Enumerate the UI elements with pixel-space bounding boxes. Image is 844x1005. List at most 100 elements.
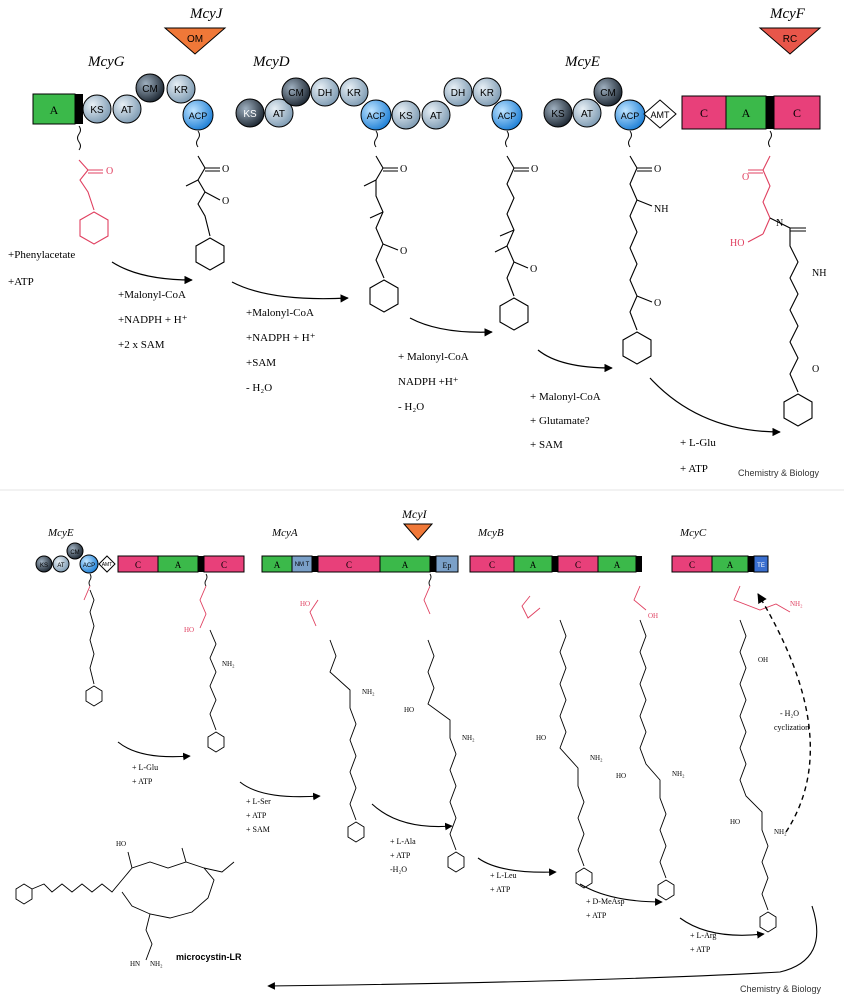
int5-amine: NH <box>654 204 668 215</box>
intermediate-1 <box>78 159 109 245</box>
mcyj-tailoring: McyJ OM <box>163 6 227 55</box>
prod-nh2: NH₂ <box>150 960 163 968</box>
b-nh2-2: NH₂ <box>362 688 375 696</box>
int6-amine: NH <box>812 268 826 279</box>
bottom-pink-residues <box>83 585 791 629</box>
top-arrows <box>111 261 781 437</box>
mcyc-c: C <box>689 560 695 570</box>
mcyc-a: A <box>727 560 734 570</box>
mcyi-tailoring: McyI <box>401 507 434 541</box>
microcystin-lr-structure <box>15 847 235 961</box>
bsub6-l2: + ATP <box>690 945 711 954</box>
sub3-l4: - H₂O <box>246 382 272 394</box>
mcyd-dh: DH <box>318 88 332 99</box>
mcye-a: A <box>742 106 751 120</box>
mcyc-name: McyC <box>679 527 707 539</box>
mcye-amt: AMT <box>651 110 671 120</box>
sub2-l3: +2 x SAM <box>118 339 165 351</box>
int4-methoxy-o: O <box>530 264 537 275</box>
mcya-name: McyA <box>271 527 298 539</box>
b-ho-6: HO <box>730 818 740 826</box>
sub6-l2: + ATP <box>680 463 708 475</box>
mcyg-ks: KS <box>90 105 104 116</box>
sub5-l2: + Glutamate? <box>530 415 590 427</box>
mcyf-tailoring: McyF RC <box>758 6 822 55</box>
mcyc-module: McyC C A TE <box>671 527 769 573</box>
int6-methoxy-o: O <box>812 364 819 375</box>
b-ho-1: HO <box>184 626 194 634</box>
mcyd-acp1: ACP <box>367 111 386 121</box>
mcyg-at: AT <box>121 105 133 116</box>
b-nh2-1: NH₂ <box>222 660 235 668</box>
om-label: OM <box>187 34 203 45</box>
mcyd-acp2: ACP <box>498 111 517 121</box>
mcye-b-at: AT <box>57 563 65 569</box>
bsub2-l1: + L-Ser <box>246 797 271 806</box>
sub1-l1: +Phenylacetate <box>8 249 75 261</box>
sub4-l3: - H₂O <box>398 401 424 413</box>
bsub6-l1: + L-Arg <box>690 931 716 940</box>
mcye-cm: CM <box>600 88 616 99</box>
mcyd-cm: CM <box>288 88 304 99</box>
mcyd-module: McyD KS AT CM DH KR ACP KS AT DH KR ACP <box>235 54 523 131</box>
bsub2-l2: + ATP <box>246 811 267 820</box>
intermediate-6-glu <box>747 155 771 243</box>
top-substrates: +Phenylacetate +ATP +Malonyl-CoA +NADPH … <box>8 249 716 475</box>
bottom-chem-labels: HO NH₂ HO NH₂ HO NH₂ HO NH₂ OH HO NH₂ NH… <box>184 600 803 836</box>
sub2-l2: +NADPH + H⁺ <box>118 314 188 326</box>
mcyb-c1: C <box>489 560 495 570</box>
prod-hn: HN <box>130 960 140 968</box>
rc-label: RC <box>783 34 797 45</box>
sub3-l2: +NADPH + H⁺ <box>246 332 316 344</box>
mcya-ep: Ep <box>443 561 452 570</box>
bsub5-l1: + D-MeAsp <box>586 897 625 906</box>
int5-carbonyl-o: O <box>654 164 661 175</box>
sub5-l1: + Malonyl-CoA <box>530 391 601 403</box>
bsub4-l1: + L-Leu <box>490 871 517 880</box>
intermediate-4 <box>494 155 529 331</box>
b-oh-1: OH <box>648 612 658 620</box>
mcye-c1: C <box>700 106 708 120</box>
mcyd-ks2: KS <box>399 111 413 122</box>
int6-acid: HO <box>730 238 744 249</box>
bsub4-l2: + ATP <box>490 885 511 894</box>
mcyb-a2: A <box>614 560 621 570</box>
int5-methoxy-o: O <box>654 298 661 309</box>
mcye-b-ks: KS <box>40 563 48 569</box>
mcya-module: McyA A NM T C A Ep <box>261 527 459 573</box>
mcye-b-c2: C <box>221 560 227 570</box>
cyclization-arrow <box>757 593 812 833</box>
b-nh2-5: NH₂ <box>672 770 685 778</box>
mcye-b-acp: ACP <box>83 563 95 569</box>
mcye-b-a: A <box>175 560 182 570</box>
sub2-l1: +Malonyl-CoA <box>118 289 186 301</box>
sub3-l1: +Malonyl-CoA <box>246 307 314 319</box>
intermediate-3 <box>363 155 399 313</box>
mcye-name: McyE <box>564 54 600 70</box>
b-ho-3: HO <box>404 706 414 714</box>
b-ho-4: HO <box>536 734 546 742</box>
product-labels: HO HN NH₂ <box>116 840 163 968</box>
mcyb-c2: C <box>575 560 581 570</box>
int2-methoxy-o: O <box>222 196 229 207</box>
mcyg-a-domain: A <box>50 103 59 117</box>
mcyg-kr: KR <box>174 85 188 96</box>
mcyg-module: McyG A KS AT CM KR ACP <box>32 54 214 131</box>
sub1-l2: +ATP <box>8 276 34 288</box>
int2-carbonyl-o: O <box>222 164 229 175</box>
sub3-l3: +SAM <box>246 357 276 369</box>
int4-carbonyl-o: O <box>531 164 538 175</box>
b-nh2-6: NH₂ <box>774 828 787 836</box>
bottom-arrows <box>117 741 818 990</box>
mcye-acp: ACP <box>621 111 640 121</box>
b-nh2-arg: NH₂ <box>790 600 803 608</box>
mcya-c1: C <box>346 560 352 570</box>
bsub3-l2: + ATP <box>390 851 411 860</box>
top-credit: Chemistry & Biology <box>738 468 820 478</box>
mcye-bottom-module: McyE KS AT CM ACP AMT C A C <box>35 527 245 574</box>
mcyd-name: McyD <box>252 54 290 70</box>
cyclization-l2: cyclization <box>774 723 809 732</box>
mcyi-name: McyI <box>401 507 428 521</box>
